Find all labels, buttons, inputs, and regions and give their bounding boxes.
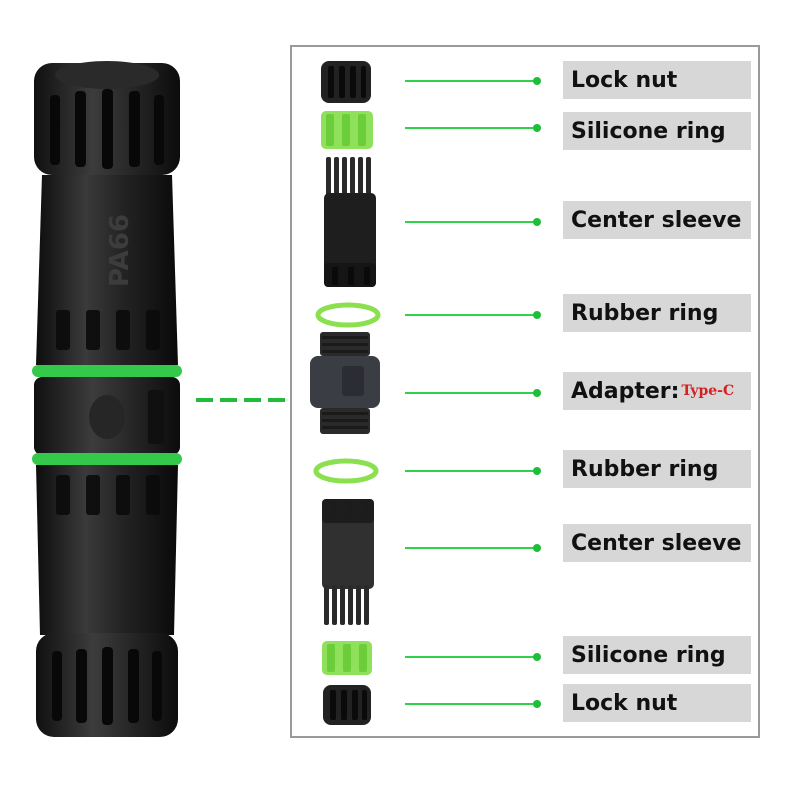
dashed-connector-line: [220, 398, 237, 402]
leader-dot: [533, 389, 541, 397]
leader-line: [405, 547, 536, 549]
leader-line: [405, 470, 536, 472]
dashed-connector-line: [268, 398, 285, 402]
part-label-text: Center sleeve: [571, 530, 742, 556]
part-label-text: Silicone ring: [571, 118, 726, 144]
leader-dot: [533, 700, 541, 708]
leader-line: [405, 392, 536, 394]
leader-line: [405, 80, 536, 82]
leader-line: [405, 703, 536, 705]
part-label-rubber-ring: Rubber ring: [563, 450, 751, 488]
part-label-text: Center sleeve: [571, 207, 742, 233]
part-label-center-sleeve: Center sleeve: [563, 201, 751, 239]
leader-dot: [533, 124, 541, 132]
part-label-silicone-ring: Silicone ring: [563, 636, 751, 674]
dashed-connector-line: [196, 398, 213, 402]
lock-nut-icon: [321, 61, 371, 103]
part-label-lock-nut: Lock nut: [563, 61, 751, 99]
leader-line: [405, 127, 536, 129]
part-label-text: Rubber ring: [571, 300, 719, 326]
part-label-lock-nut: Lock nut: [563, 684, 751, 722]
leader-dot: [533, 467, 541, 475]
green-seal-ring-upper: [32, 365, 182, 377]
lock-nut-icon: [323, 685, 371, 725]
engraving-text: PA66: [105, 214, 135, 287]
leader-dot: [533, 544, 541, 552]
part-label-rubber-ring: Rubber ring: [563, 294, 751, 332]
dashed-connector-line: [244, 398, 261, 402]
adapter-icon: [310, 332, 380, 434]
rubber-ring-icon: [315, 302, 381, 328]
leader-dot: [533, 653, 541, 661]
leader-dot: [533, 311, 541, 319]
silicone-ring-icon: [322, 641, 372, 675]
rubber-ring-icon: [313, 458, 379, 484]
leader-line: [405, 656, 536, 658]
part-label-text: Adapter:: [571, 378, 680, 404]
leader-line: [405, 221, 536, 223]
part-label-silicone-ring: Silicone ring: [563, 112, 751, 150]
part-label-text: Rubber ring: [571, 456, 719, 482]
part-label-text: Lock nut: [571, 690, 678, 716]
leader-dot: [533, 77, 541, 85]
part-label-center-sleeve: Center sleeve: [563, 524, 751, 562]
part-label-text: Silicone ring: [571, 642, 726, 668]
green-seal-ring-lower: [32, 453, 182, 465]
part-label-adapter: Adapter: Type-C: [563, 372, 751, 410]
leader-line: [405, 314, 536, 316]
adapter-type-text: Type-C: [681, 383, 735, 399]
connector-body-illustration: PA66: [32, 61, 182, 737]
center-sleeve-icon: [324, 157, 376, 287]
silicone-ring-icon: [321, 111, 373, 149]
center-sleeve-icon: [322, 499, 374, 625]
part-label-text: Lock nut: [571, 67, 678, 93]
leader-dot: [533, 218, 541, 226]
